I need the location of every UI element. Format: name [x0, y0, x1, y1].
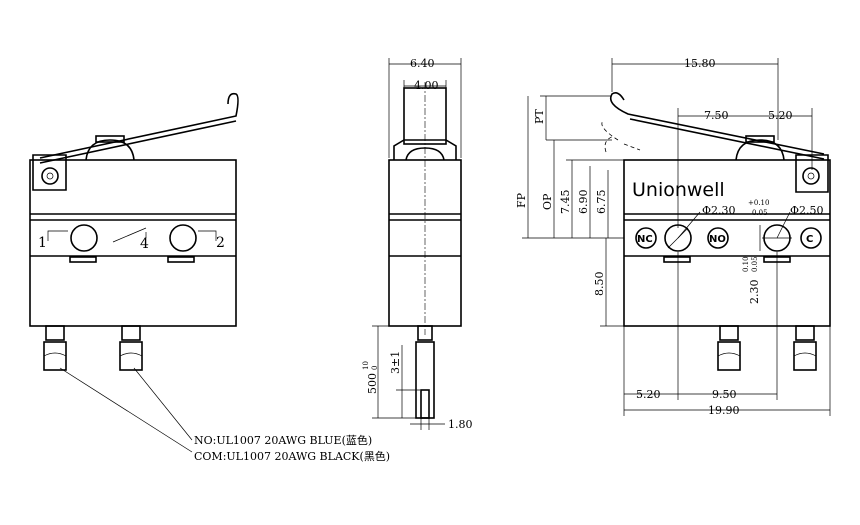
- right-pivot-hole: [802, 167, 820, 185]
- switch-body: [29, 159, 237, 327]
- front-view-right: Unionwell NC NO C 15.80 7.50 5.20: [515, 57, 831, 417]
- dim-overall-top: 15.80: [684, 57, 716, 70]
- svg-text:10: 10: [362, 361, 370, 370]
- svg-text:0.10: 0.10: [742, 256, 750, 272]
- side-view: 6.40 4.00 500 10 0 3±1 1.80: [362, 57, 473, 431]
- dim-wire-thickness: 1.80: [448, 418, 473, 431]
- right-lever-arm: [609, 92, 825, 155]
- dim-bottom-pitch: 9.50: [712, 388, 737, 401]
- wire-com: [119, 341, 143, 371]
- dim-op: OP: [541, 193, 554, 210]
- dim-width-outer: 6.40: [410, 57, 435, 70]
- dim-745: 7.45: [559, 190, 572, 215]
- lever-released-position: [601, 119, 641, 153]
- dim-fp: FP: [515, 192, 528, 208]
- dim-hole-pitch-top: 7.50: [704, 109, 729, 122]
- svg-text:0.05: 0.05: [751, 256, 759, 272]
- dim-bottom-overall: 19.90: [708, 404, 740, 417]
- dim-850: 8.50: [593, 272, 606, 297]
- terminal-c-label: C: [806, 234, 813, 245]
- plunger-top: [95, 135, 125, 143]
- plunger-bump: [85, 139, 135, 161]
- mounting-hole-left: [70, 224, 98, 252]
- pivot-block: [32, 154, 67, 191]
- lever-arm-inner: [39, 120, 237, 164]
- wire-no: [43, 341, 67, 371]
- dim-cable-length: 500: [366, 373, 379, 394]
- terminal-nc-marker: [635, 227, 657, 249]
- pin-4-label: 4: [140, 236, 149, 252]
- lever-arm: [39, 92, 239, 159]
- terminal-no-marker: [707, 227, 729, 249]
- terminal-no-label: NO: [709, 234, 726, 245]
- dim-width-inner: 4.00: [414, 79, 439, 92]
- pin-1-label: 1: [38, 235, 47, 251]
- pivot-hole: [41, 167, 59, 185]
- dim-pt: PT: [533, 109, 546, 124]
- dim-bottom-left: 5.20: [636, 388, 661, 401]
- pin-2-label: 2: [216, 235, 225, 251]
- note-no-wire: NO:UL1007 20AWG BLUE(蓝色): [194, 433, 372, 447]
- dim-hole-dia: Φ2.30: [702, 204, 736, 217]
- terminal-c-marker: [800, 227, 822, 249]
- dim-hole-offset: 5.20: [768, 109, 793, 122]
- svg-text:0.05: 0.05: [752, 209, 768, 217]
- side-wire: [415, 341, 435, 419]
- mounting-hole-right: [169, 224, 197, 252]
- front-view-left: 1 4 2 NO:UL1007 20AWG BLUE(蓝色) COM:UL100…: [29, 92, 390, 463]
- terminal-nc-label: NC: [637, 234, 653, 245]
- dim-hole-size: 2.30: [748, 280, 761, 305]
- dim-strip-length: 3±1: [389, 351, 402, 374]
- svg-text:0: 0: [371, 366, 379, 370]
- note-com-wire: COM:UL1007 20AWG BLACK(黑色): [194, 449, 390, 463]
- dim-675: 6.75: [595, 190, 608, 215]
- dim-pin-dia: Φ2.50: [790, 204, 824, 217]
- svg-text:+0.10: +0.10: [748, 199, 769, 207]
- dim-690: 6.90: [577, 190, 590, 215]
